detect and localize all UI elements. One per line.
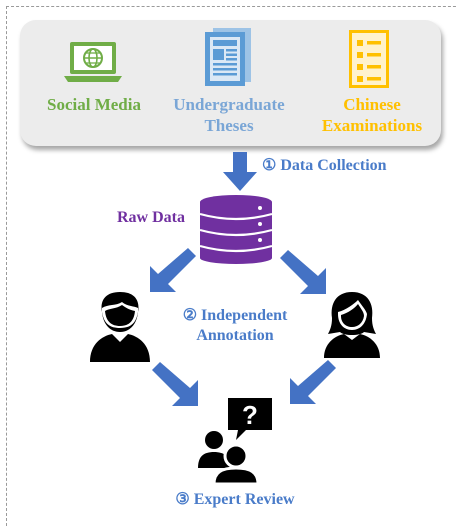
laptop-globe-icon — [64, 42, 122, 82]
source-label-undergraduate-theses: Undergraduate Theses — [173, 95, 285, 135]
step-data-collection-label: ① Data Collection — [262, 157, 387, 174]
step-expert-review-label: ③ Expert Review — [175, 491, 295, 508]
source-label-social-media: Social Media — [47, 95, 141, 114]
man-annotator-icon — [90, 292, 150, 362]
data-collection-arrow — [223, 152, 257, 191]
checklist-icon — [349, 30, 389, 88]
expert-review-question-icon: ? — [198, 398, 272, 484]
svg-text:?: ? — [242, 400, 258, 430]
source-label-chinese-examinations: Chinese Examinations — [321, 95, 423, 135]
arrow-right-to-review — [290, 360, 336, 404]
woman-annotator-icon — [324, 292, 380, 358]
newspaper-icon — [205, 28, 251, 86]
raw-data-label: Raw Data — [117, 209, 185, 226]
step-independent-annotation-label: ② Independent Annotation — [182, 307, 288, 344]
arrow-to-left-annotator — [150, 248, 196, 292]
dashed-frame — [6, 6, 457, 526]
database-icon — [199, 195, 273, 264]
arrow-to-right-annotator — [280, 250, 326, 294]
arrow-left-to-review — [152, 362, 198, 406]
